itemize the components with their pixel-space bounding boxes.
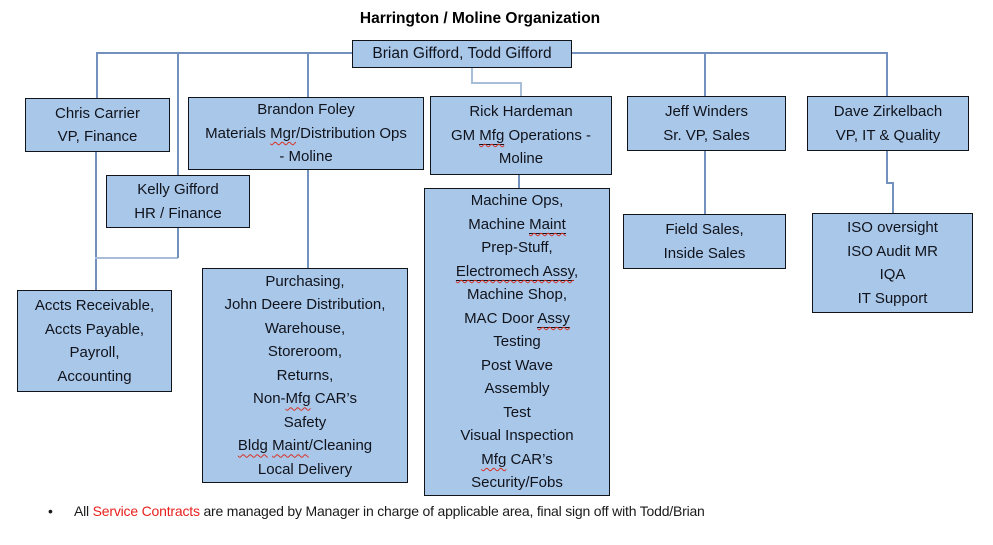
footnote-bullet: • bbox=[48, 503, 53, 519]
footnote-text: All Service Contracts are managed by Man… bbox=[74, 503, 705, 519]
footnote: • All Service Contracts are managed by Ma… bbox=[48, 503, 968, 519]
connector-dave-to-iso-v1 bbox=[886, 151, 888, 183]
connector-brian-to-rick-v2 bbox=[520, 82, 522, 96]
connector-brandon-to-purchasing bbox=[307, 170, 309, 268]
connector-rick-to-machine bbox=[518, 175, 520, 188]
connector-dave-to-iso-jog bbox=[886, 182, 894, 184]
org-box-purchasing-group: Purchasing,John Deere Distribution,Wareh… bbox=[202, 268, 408, 483]
connector-trunk-to-jeff bbox=[704, 52, 706, 96]
connector-chris-to-accts bbox=[95, 152, 97, 290]
org-box-accounts-group: Accts Receivable,Accts Payable,Payroll,A… bbox=[17, 290, 172, 392]
connector-trunk-to-kelly bbox=[177, 52, 179, 175]
connector-brian-to-rick-h bbox=[471, 82, 521, 84]
connector-jeff-to-field bbox=[704, 151, 706, 214]
connector-brian-to-rick-v1 bbox=[471, 68, 473, 83]
connector-dave-to-iso-v2 bbox=[892, 182, 894, 213]
org-box-sales-group: Field Sales,Inside Sales bbox=[623, 214, 786, 269]
page-title: Harrington / Moline Organization bbox=[359, 10, 601, 27]
connector-trunk-to-dave bbox=[886, 52, 888, 96]
connector-kelly-bottom-stub bbox=[177, 228, 179, 258]
org-box-brian-todd-gifford: Brian Gifford, Todd Gifford bbox=[352, 40, 572, 68]
connector-trunk-to-chris bbox=[96, 52, 98, 98]
connector-trunk-to-brandon bbox=[307, 52, 309, 97]
connector-kelly-to-accts-h bbox=[95, 257, 178, 259]
